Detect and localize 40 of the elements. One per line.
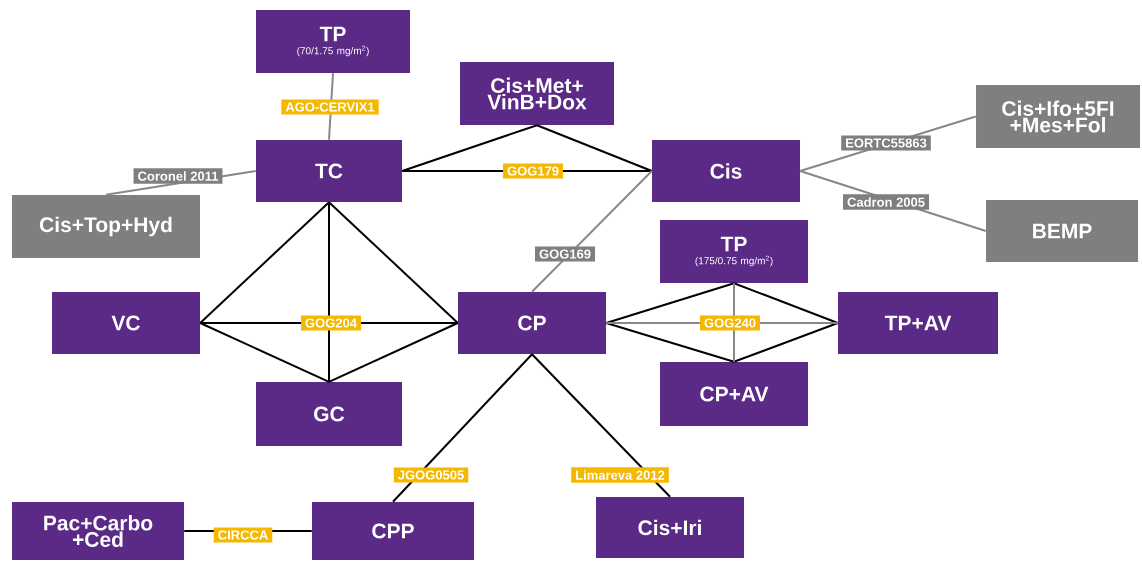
connector-line	[401, 124, 538, 172]
trial-label: CIRCCA	[213, 527, 273, 543]
regimen-box: Cis+Ifo+5FI +Mes+Fol	[976, 85, 1140, 148]
connector-line	[531, 170, 653, 293]
regimen-box: TP (70/1.75 mg/m$^{2}$)	[256, 10, 410, 73]
regimen-box: CP+AV	[660, 362, 808, 426]
connector-line	[733, 322, 839, 363]
connector-line	[536, 124, 653, 172]
trial-label: GOG179	[503, 163, 563, 179]
regimen-box: TC	[256, 140, 402, 202]
regimen-box: TP (175/0.75 mg/m$^{2}$)	[660, 220, 808, 283]
trial-label: GOG240	[700, 315, 760, 331]
connector-line	[328, 201, 459, 324]
regimen-box: CP	[458, 292, 606, 354]
regimen-box: VC	[52, 292, 200, 354]
connector-line	[605, 282, 735, 324]
trial-label: Limareva 2012	[571, 467, 669, 483]
connector-line	[328, 322, 459, 383]
regimen-box: Cis+Top+Hyd	[12, 195, 200, 258]
regimen-box: Cis+Met+ VinB+Dox	[460, 62, 614, 125]
trial-label: AGO-CERVIX1	[281, 99, 379, 115]
trial-label: GOG169	[535, 246, 595, 262]
regimen-box: BEMP	[986, 200, 1138, 262]
trial-label: Coronel 2011	[133, 168, 223, 184]
connector-line	[328, 201, 330, 383]
connector-line	[199, 201, 330, 324]
connector-line	[199, 322, 330, 383]
connector-line	[605, 322, 735, 363]
regimen-box: TP+AV	[838, 292, 998, 354]
trial-label: Cadron 2005	[843, 194, 930, 210]
trial-label: GOG204	[301, 315, 361, 331]
regimen-box: Cis	[652, 140, 800, 202]
trial-label: EORTC55863	[841, 135, 931, 151]
regimen-box: CPP	[312, 502, 474, 560]
connector-line	[392, 353, 533, 503]
trial-label: JGOG0505	[393, 467, 469, 483]
connector-line	[733, 282, 839, 324]
regimen-box: Pac+Carbo +Ced	[12, 502, 184, 560]
regimen-box: Cis+Iri	[596, 497, 744, 558]
regimen-box: GC	[256, 382, 402, 446]
